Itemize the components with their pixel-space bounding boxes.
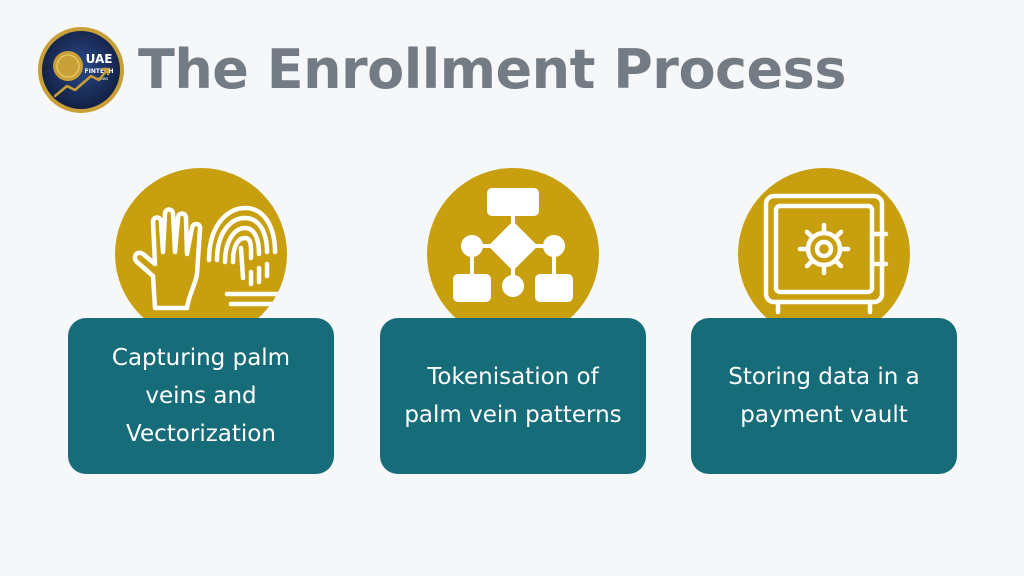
step-icon-circle	[115, 168, 287, 340]
step-label: Capturing palm veins and Vectorization	[111, 345, 291, 447]
brand-logo: UAE FINTECH news	[37, 26, 125, 114]
step-label: Tokenisation of palm vein patterns	[404, 364, 622, 428]
safe-vault-icon	[763, 193, 889, 315]
step-icon-circle	[738, 168, 910, 340]
logo-text-uae: UAE	[86, 52, 113, 66]
flowchart-icon	[453, 188, 573, 302]
step-tokenisation: Tokenisation of palm vein patterns	[380, 168, 646, 474]
step-storing: Storing data in a payment vault	[691, 168, 957, 474]
step-card: Tokenisation of palm vein patterns	[380, 318, 646, 474]
step-card: Storing data in a payment vault	[691, 318, 957, 474]
logo-text-fintech: FINTECH	[85, 68, 114, 75]
uae-fintech-news-logo-icon: UAE FINTECH news	[38, 27, 124, 113]
step-label: Storing data in a payment vault	[728, 364, 920, 428]
step-card: Capturing palm veins and Vectorization	[68, 318, 334, 474]
hand-fingerprint-icon	[132, 205, 286, 311]
logo-text-news: news	[98, 76, 108, 81]
page-title: The Enrollment Process	[138, 38, 846, 101]
growth-arrow-icon	[53, 68, 109, 98]
step-icon-circle	[427, 168, 599, 340]
step-capturing: Capturing palm veins and Vectorization	[68, 168, 334, 474]
